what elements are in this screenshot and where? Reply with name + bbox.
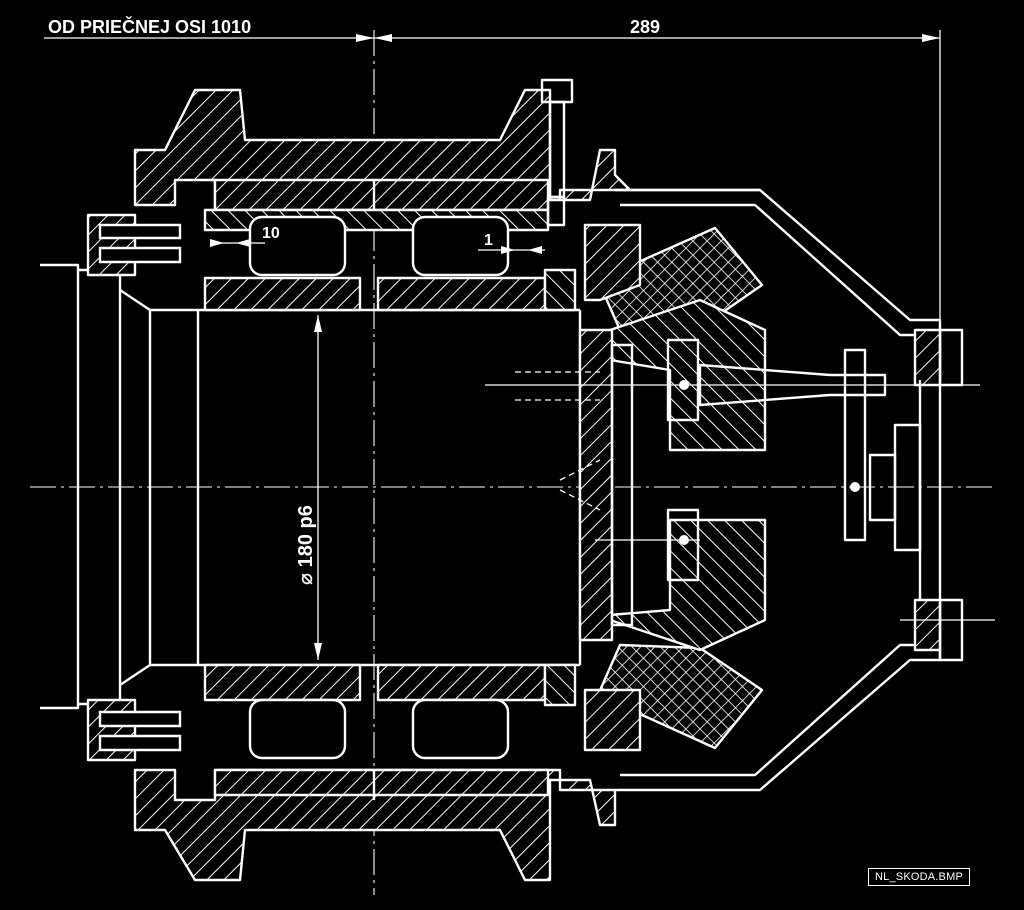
elastic-holder-upper [583, 223, 642, 302]
top-bolt [540, 78, 574, 227]
housing-lower [133, 768, 617, 882]
journal-diameter-dimension: ⌀ 180 p6 [295, 505, 317, 585]
elastic-element-lower [596, 643, 764, 750]
inner-dimensions [210, 239, 545, 660]
elastic-holder-lower [583, 688, 642, 752]
end-plate-bolt-lower [938, 598, 964, 662]
axle-end-plate [515, 328, 700, 642]
housing-upper [133, 88, 762, 212]
roller-gap-right-dimension: 1 [484, 232, 493, 249]
bearing-lower [203, 663, 577, 760]
roller-lower-right [411, 698, 510, 760]
top-dimension [44, 30, 941, 330]
roller-gap-left-dimension: 10 [262, 225, 280, 242]
reference-axis-label: OD PRIEČNEJ OSI 1010 [48, 16, 251, 37]
end-plate-bolt-upper [938, 328, 964, 387]
end-cap-flange-lower [913, 598, 942, 652]
end-cap-flange-upper [913, 328, 942, 387]
file-name-label: NL_SKODA.BMP [868, 868, 970, 886]
labyrinth-seal-lower [86, 698, 182, 762]
overall-length-dimension: 289 [630, 17, 660, 37]
cone-lower [608, 518, 767, 652]
sensor-drive [485, 348, 995, 621]
bearing-upper [203, 208, 577, 312]
cone-upper [608, 298, 767, 452]
roller-lower-left [248, 698, 347, 760]
elastic-element-upper [596, 226, 764, 332]
roller-upper-right [411, 215, 510, 277]
labyrinth-seal-upper [86, 213, 182, 277]
